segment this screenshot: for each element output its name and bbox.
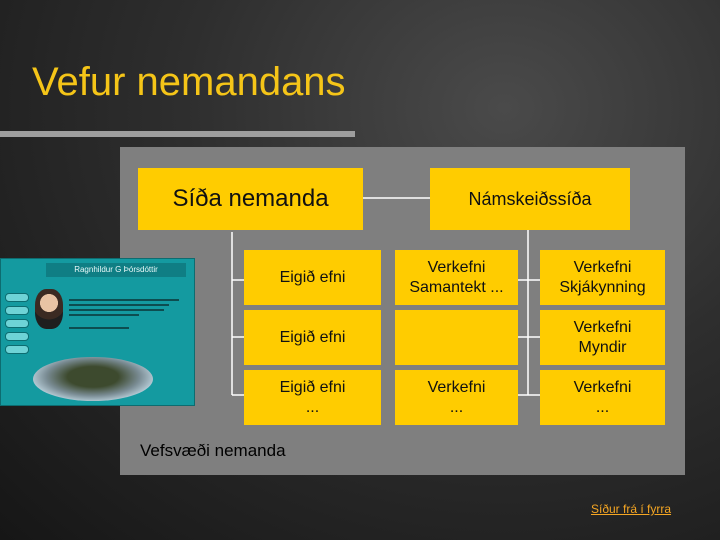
student-site-label: Vefsvæði nemanda	[140, 441, 286, 460]
thumbnail-text-line	[69, 327, 129, 329]
box-eigid-efni-1: Eigið efni	[244, 250, 381, 305]
thumbnail-text-line	[69, 314, 139, 316]
box-label: Verkefni ...	[427, 378, 486, 416]
thumbnail-text-line	[69, 309, 164, 311]
slide-title: Vefur nemandans	[32, 60, 346, 104]
box-eigid-efni-3: Eigið efni ...	[244, 370, 381, 425]
box-label: Eigið efni	[279, 328, 346, 346]
thumbnail-nav-button	[5, 306, 29, 315]
box-verkefni-myndir: Verkefni Myndir	[540, 310, 665, 365]
thumbnail-nav-button	[5, 293, 29, 302]
thumbnail-header: Ragnhildur G Þórsdóttir	[46, 263, 186, 277]
box-empty	[395, 310, 518, 365]
title-underline	[0, 131, 355, 137]
student-page-thumbnail: Ragnhildur G Þórsdóttir	[0, 258, 195, 406]
box-label: Verkefni Samantekt ...	[409, 258, 504, 296]
box-label: Verkefni Myndir	[573, 318, 632, 356]
thumbnail-text-line	[69, 299, 179, 301]
box-verkefni-dots-2: Verkefni ...	[540, 370, 665, 425]
island-photo	[33, 357, 153, 401]
box-label: Verkefni ...	[573, 378, 632, 416]
thumbnail-nav-button	[5, 332, 29, 341]
thumbnail-text-line	[69, 304, 169, 306]
thumbnail-nav-button	[5, 319, 29, 328]
box-label: Eigið efni	[279, 268, 346, 286]
box-label: Verkefni Skjákynning	[559, 258, 646, 296]
box-namskeidssida: Námskeiðssíða	[430, 168, 630, 230]
box-label: Námskeiðssíða	[468, 189, 592, 209]
box-verkefni-dots-1: Verkefni ...	[395, 370, 518, 425]
box-label: Síða nemanda	[172, 185, 329, 212]
box-label: Eigið efni ...	[279, 378, 346, 416]
box-verkefni-skjakynning: Verkefni Skjákynning	[540, 250, 665, 305]
last-year-pages-link[interactable]: Síður frá í fyrra	[591, 502, 672, 516]
student-photo	[35, 289, 63, 329]
box-eigid-efni-2: Eigið efni	[244, 310, 381, 365]
box-verkefni-samantekt: Verkefni Samantekt ...	[395, 250, 518, 305]
thumbnail-nav-button	[5, 345, 29, 354]
box-sida-nemanda: Síða nemanda	[138, 168, 363, 230]
